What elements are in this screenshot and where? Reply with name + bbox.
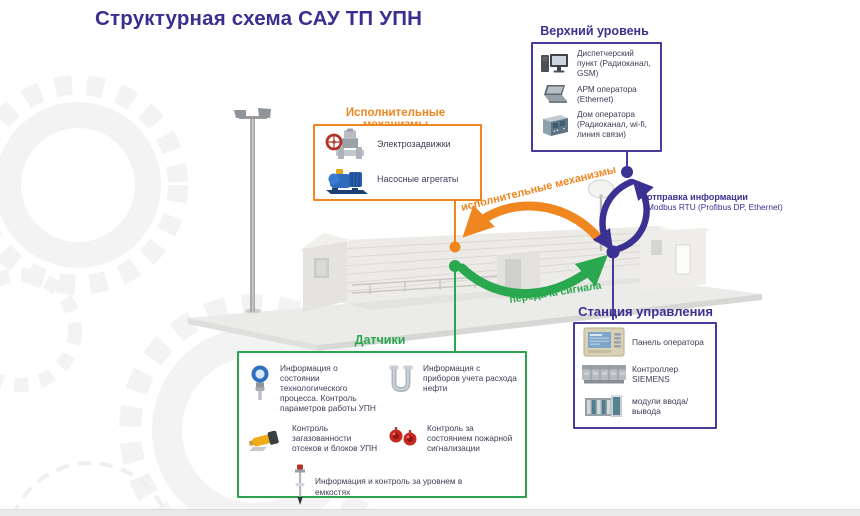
list-item-label: Информация и контроль за уровнем в емкос… [315, 476, 463, 497]
level-sensor-icon [292, 464, 308, 511]
signal-transfer-arrow [457, 254, 608, 299]
station-node [606, 245, 620, 259]
list-item: Панель оператора [581, 327, 709, 357]
list-item-label: Насосные агрегаты [377, 174, 459, 185]
list-item-label: Панель оператора [632, 336, 704, 347]
io-modules-icon [581, 391, 627, 421]
list-item: модули ввода/вывода [581, 392, 709, 420]
actuator-node [449, 241, 461, 253]
fire-alarm-icon [386, 424, 420, 455]
plc-controller-icon [581, 362, 627, 386]
flow-meter-icon [386, 364, 416, 399]
list-item-label: Контроллер SIEMENS [632, 363, 679, 384]
list-item-label: Информация с приборов учета расхода нефт… [423, 363, 517, 394]
actuator-command-arrow [462, 201, 603, 243]
desktop-computer-icon [539, 52, 571, 76]
upper-level-panel: Диспетчерский пункт (Радиоканал, GSM) АР… [531, 42, 662, 152]
list-item-label: Информация о состоянии технологического … [280, 363, 376, 414]
electric-valve-icon [321, 128, 371, 161]
actuators-panel: Электрозадвижки Насосные агрегаты [313, 124, 482, 201]
list-item: Диспетчерский пункт (Радиоканал, GSM) [539, 49, 655, 79]
platform [188, 268, 762, 351]
list-item: Насосные агрегаты [321, 163, 474, 196]
upper-level-title: Верхний уровень [540, 24, 649, 38]
list-item: Информация о состоянии технологического … [247, 363, 378, 414]
bottom-edge-strip [0, 509, 860, 516]
sensor-node [449, 260, 461, 272]
list-item-label: АРМ оператора (Ethernet) [577, 84, 637, 104]
list-item: Информация с приборов учета расхода нефт… [386, 363, 517, 414]
list-item: Контроль загазованности отсеков и блоков… [247, 423, 378, 457]
gas-detector-icon [247, 424, 285, 457]
control-station-title: Станция управления [578, 304, 713, 319]
list-item: Контроллер SIEMENS [581, 360, 709, 388]
pressure-transmitter-icon [247, 364, 273, 406]
sensors-panel: Информация о состоянии технологического … [237, 351, 527, 505]
sensors-title: Датчики [354, 333, 406, 347]
info-flow-caption: отправка информации Modbus RTU (Profibus… [647, 192, 807, 212]
list-item-label: модули ввода/вывода [632, 395, 689, 416]
list-item-label: Дом оператора (Радиоканал, wi-fi, линия … [577, 110, 647, 139]
list-item-label: Контроль за состоянием пожарной сигнализ… [427, 422, 513, 453]
list-item-label: Электрозадвижки [377, 139, 451, 150]
info-flow-title: отправка информации [647, 192, 748, 202]
pump-unit-icon [321, 165, 371, 195]
page-title: Структурная схема САУ ТП УПН [95, 7, 423, 30]
info-exchange-cycle-arrows [592, 178, 654, 253]
upper-level-node [621, 166, 633, 178]
operator-panel-icon [581, 327, 627, 357]
control-station-panel: Панель оператора [573, 322, 717, 429]
list-item: АРМ оператора (Ethernet) [539, 84, 655, 105]
light-mast-icon [234, 108, 271, 314]
list-item: Электрозадвижки [321, 128, 474, 161]
laptop-icon [539, 84, 571, 105]
list-item: Контроль за состоянием пожарной сигнализ… [386, 423, 517, 457]
list-item-label: Диспетчерский пункт (Радиоканал, GSM) [577, 49, 651, 78]
info-flow-protocol: Modbus RTU (Profibus DP, Ethernet) [647, 202, 783, 212]
list-item: Информация и контроль за уровнем в емкос… [292, 463, 472, 511]
radio-station-icon [539, 112, 571, 138]
list-item: Дом оператора (Радиоканал, wi-fi, линия … [539, 110, 655, 140]
list-item-label: Контроль загазованности отсеков и блоков… [292, 422, 378, 453]
